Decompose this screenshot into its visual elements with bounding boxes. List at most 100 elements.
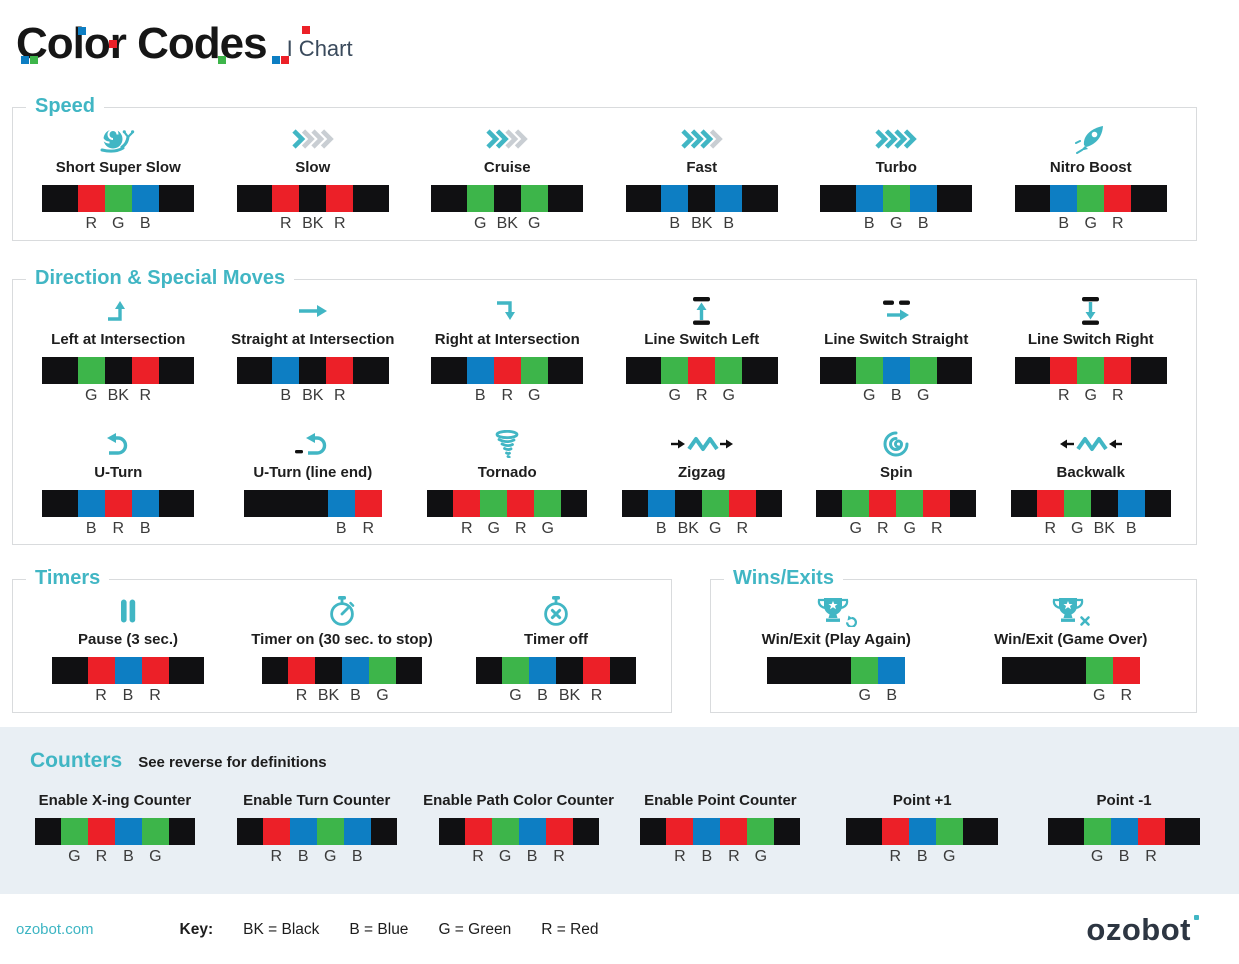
- code-letter: B: [474, 387, 486, 404]
- code-letter: R: [876, 520, 889, 537]
- code-label: Right at Intersection: [434, 331, 580, 348]
- color-key: Key: BK = Black B = Blue G = Green R = R…: [180, 921, 599, 939]
- color-segment-B: B: [908, 818, 936, 865]
- website-link[interactable]: ozobot.com: [16, 921, 94, 938]
- code-label: Timer on (30 sec. to stop): [251, 631, 433, 648]
- code-letter: BK: [107, 387, 129, 404]
- code-letter: B: [886, 687, 898, 704]
- color-segment-G: G: [842, 490, 870, 537]
- key-item-red: R = Red: [541, 920, 599, 938]
- bar-cap: [962, 818, 999, 845]
- code-letter: G: [942, 848, 956, 865]
- code-label: Straight at Intersection: [231, 331, 395, 348]
- code-letter: R: [514, 520, 527, 537]
- bar-cap: [158, 185, 195, 212]
- code-letter: R: [85, 215, 98, 232]
- ozobot-logo: ozobot: [1086, 914, 1199, 945]
- bar-cap: [427, 490, 454, 517]
- bar-cap: [438, 818, 465, 845]
- bar-cap: [1048, 818, 1084, 845]
- color-segment-G: G: [491, 818, 519, 865]
- code-letter: R: [295, 687, 308, 704]
- bar-cap: [561, 490, 588, 517]
- bar-cap: [1131, 357, 1167, 384]
- color-segment-R: R: [545, 818, 573, 865]
- color-segment-G: G: [909, 357, 937, 404]
- code-label: Enable Path Color Counter: [423, 792, 614, 809]
- color-segment-G: G: [935, 818, 963, 865]
- bar-cap: [236, 818, 263, 845]
- code-label: Slow: [295, 159, 331, 176]
- bar-cap: [610, 657, 636, 684]
- color-segment-G: G: [701, 490, 729, 537]
- key-label: Key:: [179, 920, 214, 938]
- color-segment-G: G: [316, 818, 344, 865]
- code-letter: R: [1111, 387, 1124, 404]
- code-label: Tornado: [477, 464, 537, 481]
- color-segment-G: G: [855, 357, 883, 404]
- bar-cap: [353, 185, 389, 212]
- color-segment-B: B: [272, 357, 300, 404]
- line-switch-straight-icon: [879, 294, 913, 328]
- code-label: Win/Exit (Play Again): [761, 631, 911, 648]
- bar-cap: [168, 818, 195, 845]
- code-letter: BK: [558, 687, 581, 704]
- code-letter: G: [85, 387, 98, 404]
- color-segment-B: B: [466, 357, 494, 404]
- bar-cap: [42, 490, 78, 517]
- color-segment-B: B: [855, 185, 883, 232]
- color-segment-R: R: [1112, 657, 1140, 704]
- code-label: Enable X-ing Counter: [38, 792, 192, 809]
- bar-cap: [742, 185, 778, 212]
- color-segment-R: R: [104, 490, 132, 537]
- u-turn-icon: [104, 427, 132, 461]
- code-letter: R: [279, 215, 292, 232]
- color-segment-R: R: [131, 357, 159, 404]
- code-letter: R: [1145, 848, 1157, 865]
- code-letter: G: [68, 848, 81, 865]
- code-letter: G: [509, 687, 522, 704]
- code-label: Nitro Boost: [1049, 159, 1132, 176]
- code-letter: G: [849, 520, 862, 537]
- code-label: Enable Turn Counter: [243, 792, 391, 809]
- bar-cap: [767, 657, 852, 684]
- chevrons-2-icon: [485, 122, 529, 156]
- u-turn-line-end-icon: [294, 427, 331, 461]
- color-segment-R: R: [1104, 357, 1132, 404]
- code-label: Enable Point Counter: [644, 792, 797, 809]
- code-letter: R: [333, 215, 346, 232]
- code-letter: G: [487, 520, 500, 537]
- code-letter: G: [324, 848, 337, 865]
- code-letter: R: [553, 848, 565, 865]
- bar-cap: [625, 357, 662, 384]
- color-segment-BK: BK: [299, 357, 327, 404]
- color-segment-B: B: [131, 490, 159, 537]
- color-segment-B: B: [343, 818, 371, 865]
- color-segment-B: B: [114, 818, 142, 865]
- bar-cap: [431, 357, 467, 384]
- code-letter: B: [350, 687, 361, 704]
- color-segment-BK: BK: [1090, 490, 1118, 537]
- code-letter: BK: [1093, 520, 1115, 537]
- bar-cap: [476, 657, 502, 684]
- code-letter: R: [889, 848, 901, 865]
- title-accent: [281, 56, 289, 64]
- color-segment-BK: BK: [315, 657, 342, 704]
- code-letter: G: [474, 215, 487, 232]
- color-segment-B: B: [647, 490, 675, 537]
- title-accent: [109, 40, 117, 48]
- section-title-direction: Direction & Special Moves: [26, 265, 295, 291]
